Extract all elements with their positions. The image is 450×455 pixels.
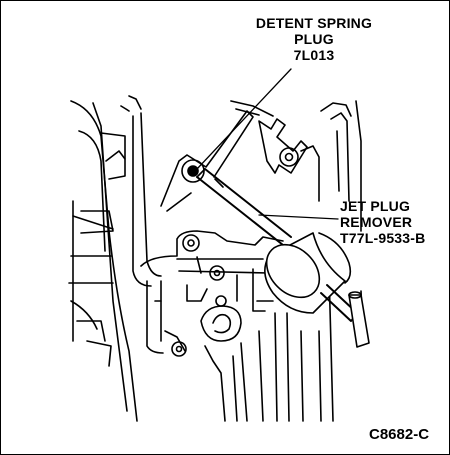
valve-body-block	[140, 230, 290, 422]
detent-arm-right	[258, 118, 308, 174]
figure-id: C8682-C	[369, 426, 430, 443]
left-housing-wall	[68, 100, 138, 422]
detent-spring-plug-label-line2: PLUG	[294, 31, 334, 47]
detent-spring-plug-label: DETENT SPRING PLUG 7L013	[239, 15, 389, 63]
rear-housing-edges	[120, 95, 274, 287]
detent-spring-plug-label-line1: DETENT SPRING	[255, 15, 373, 31]
jet-plug-remover-label: JET PLUG REMOVER T77L-9533-B	[340, 198, 449, 246]
leader-line-jet-plug-remover	[258, 214, 339, 220]
jet-plug-remover-label-line2: REMOVER	[340, 214, 413, 230]
leader-line-detent-plug	[196, 68, 292, 170]
jet-plug-remover-tool	[196, 168, 370, 348]
detent-spring-plug-part-number: 7L013	[293, 47, 335, 63]
jet-plug-remover-label-line1: JET PLUG	[340, 198, 411, 214]
jet-plug-remover-part-number: T77L-9533-B	[340, 230, 426, 246]
